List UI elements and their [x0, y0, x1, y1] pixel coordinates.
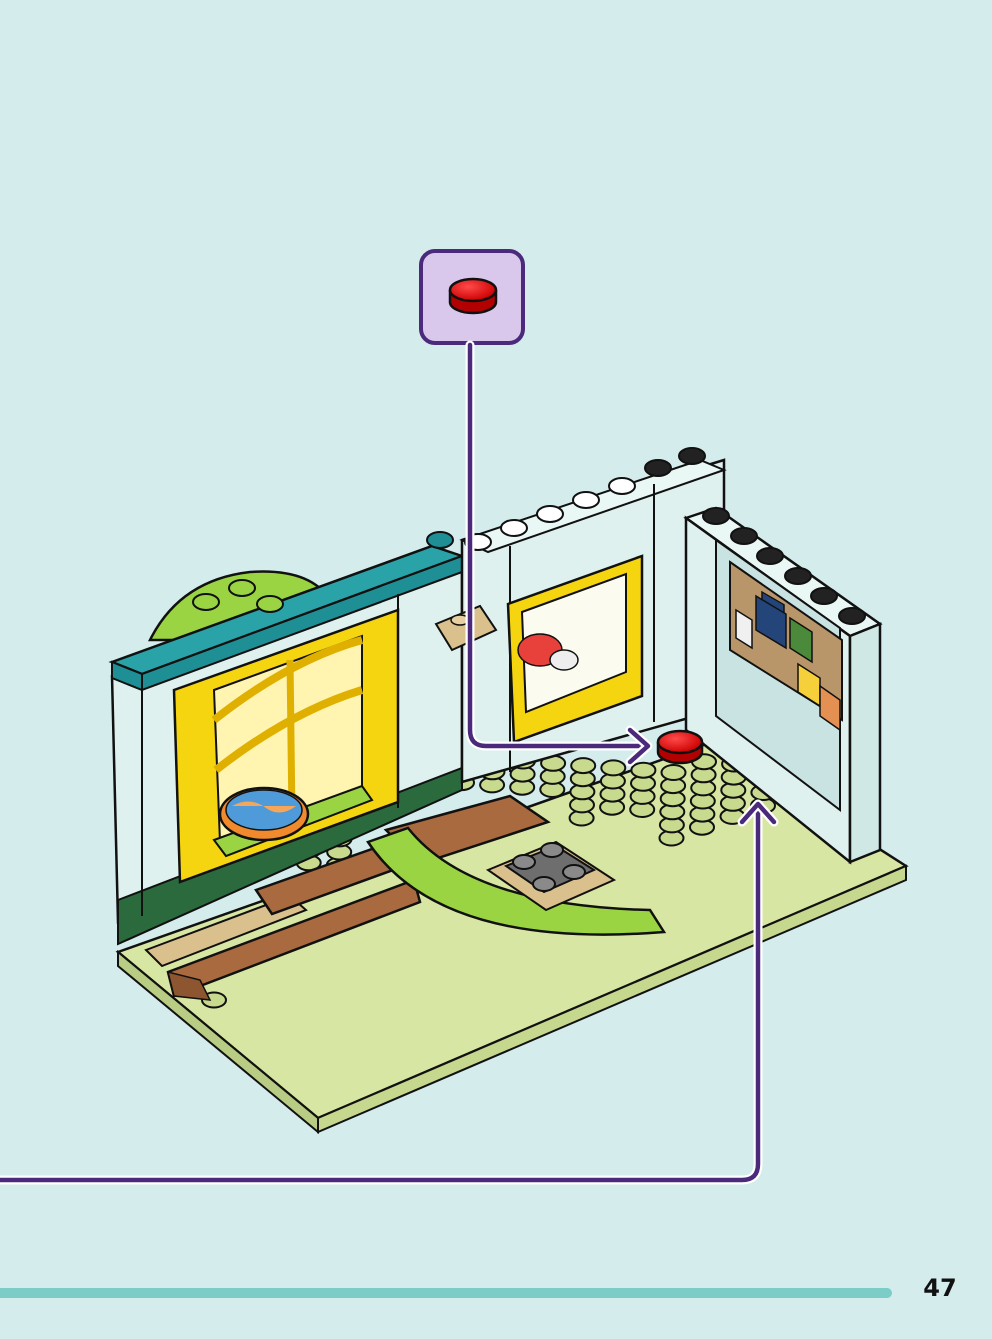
- left-wall: [108, 544, 466, 946]
- baseplate-stud: [600, 759, 627, 777]
- middle-wall: [192, 447, 727, 784]
- baseplate-stud: [630, 761, 657, 779]
- parts-callout: [419, 249, 525, 345]
- baseplate-stud: [660, 764, 687, 781]
- floor-parts: [144, 794, 667, 1001]
- continuation-arrow: [0, 799, 779, 1185]
- right-wall: [683, 506, 883, 865]
- placed-red-round-plate: [656, 729, 704, 765]
- red-round-plate-icon: [448, 277, 498, 315]
- baseplate-stud: [570, 757, 597, 775]
- wall-top-studs: [192, 447, 706, 613]
- page-footer-bar: [0, 1288, 892, 1298]
- page-number: 47: [923, 1274, 957, 1302]
- placement-arrow: [465, 340, 653, 767]
- side-wall-studs: [702, 507, 866, 625]
